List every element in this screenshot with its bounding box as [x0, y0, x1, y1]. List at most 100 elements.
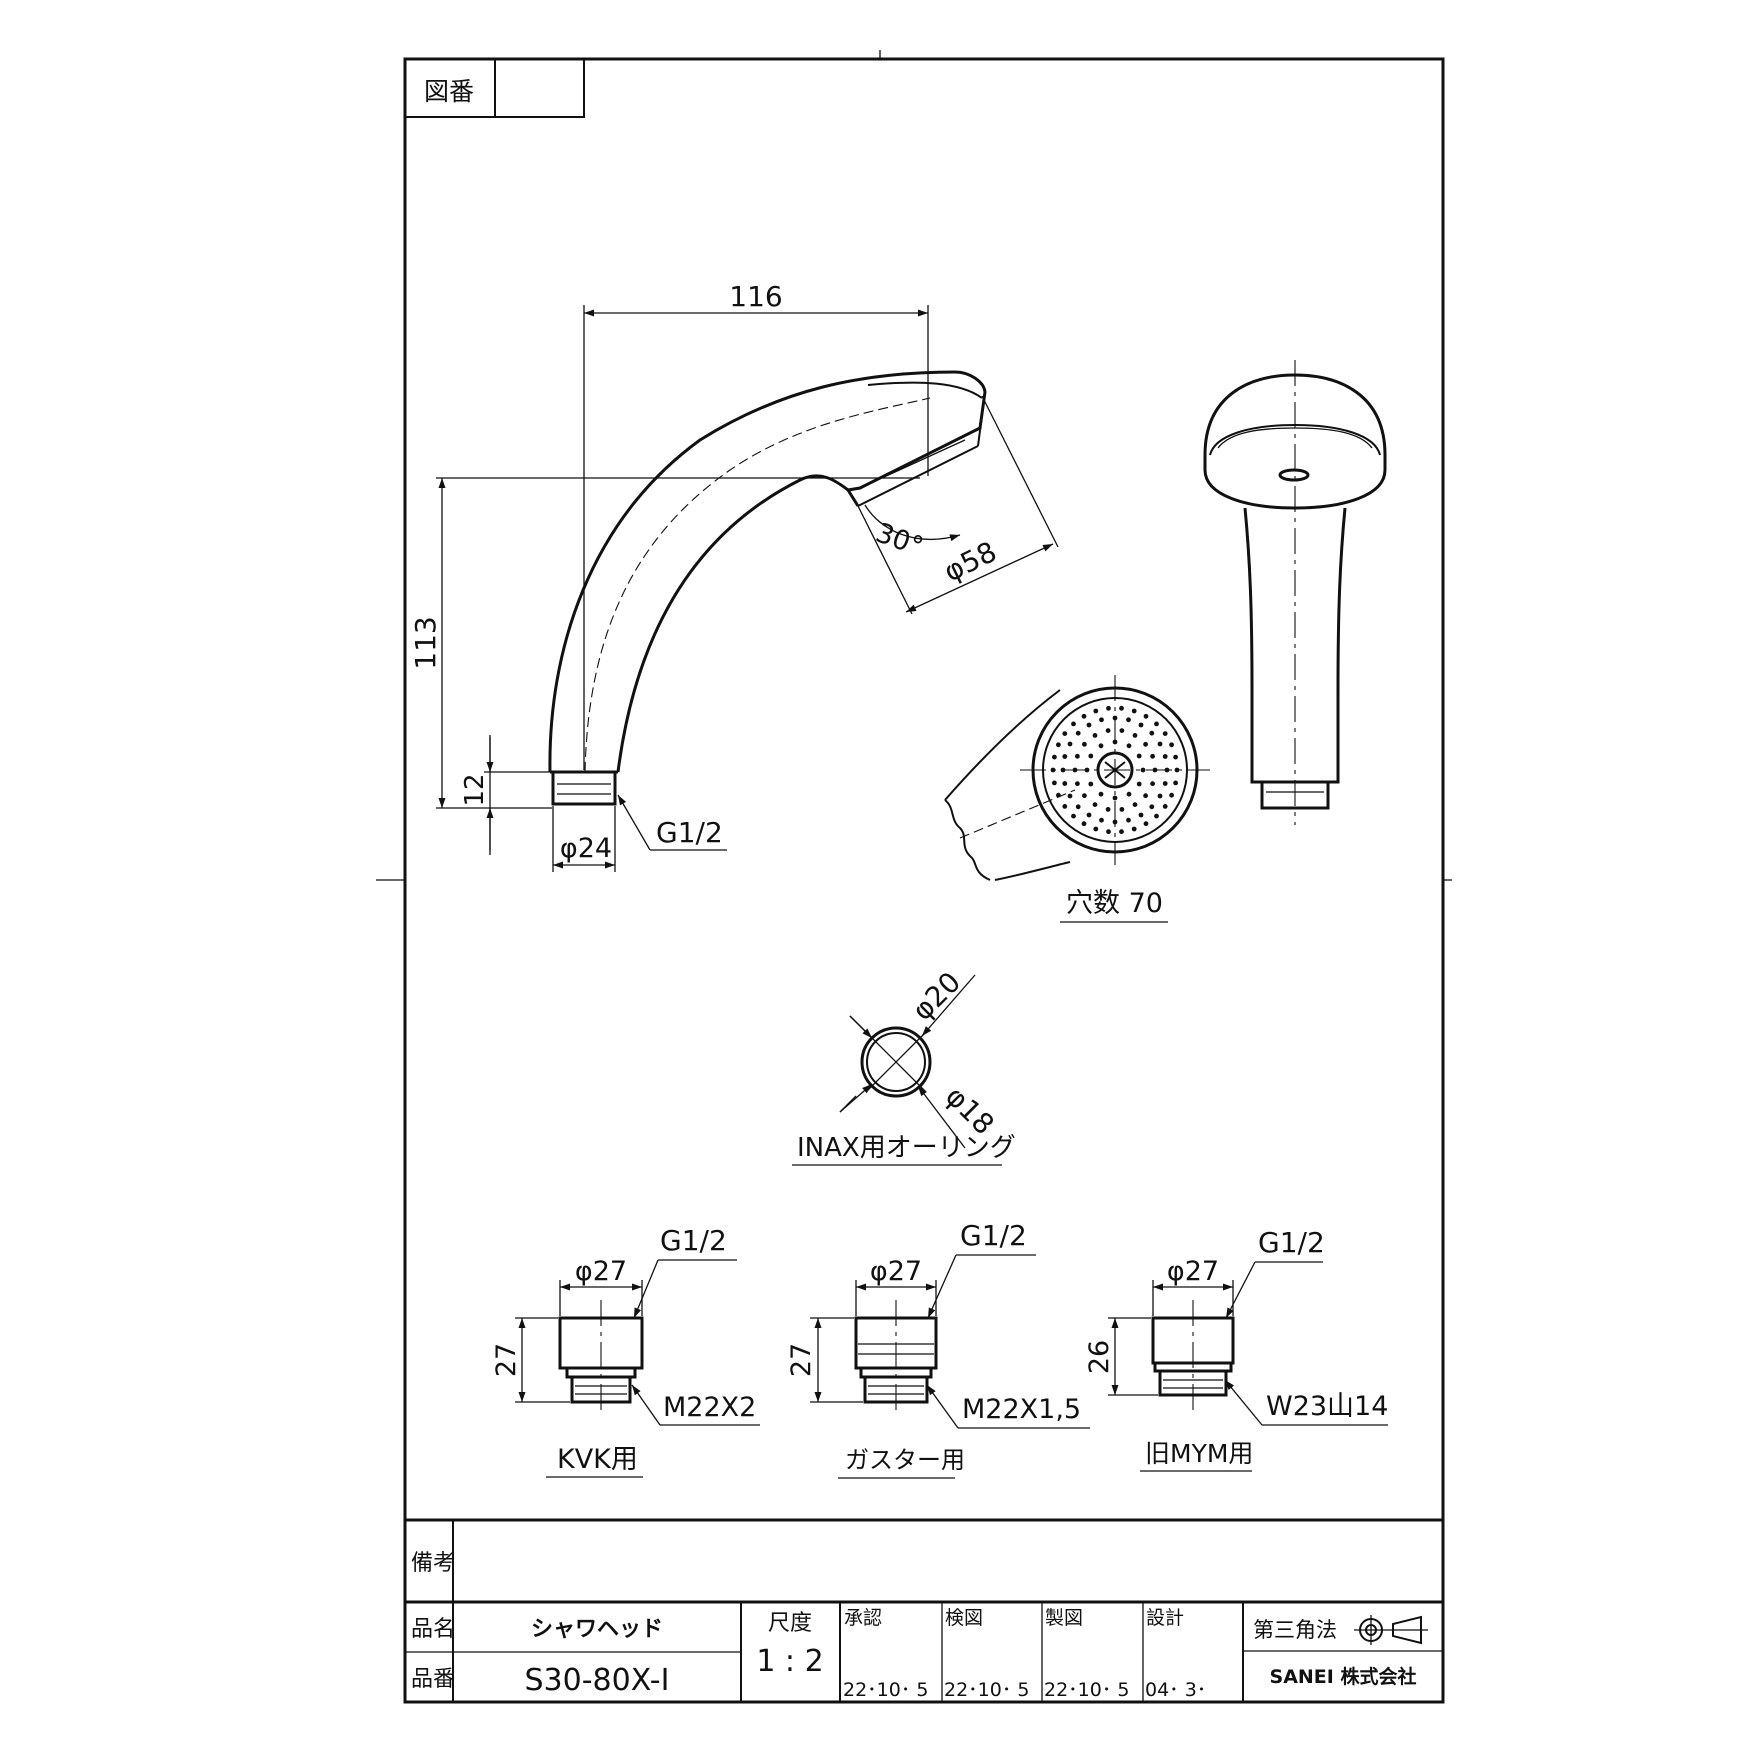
adapter-kvk: φ27 G1/2 27 M22X2 KVK用: [491, 1224, 760, 1478]
nozzle-hole: [1056, 742, 1061, 748]
nozzle-hole: [1082, 793, 1087, 799]
kvk-label: KVK用: [557, 1444, 638, 1475]
number-value: S30-80X-I: [525, 1663, 670, 1698]
nozzle-hole: [1093, 826, 1099, 832]
nozzle-hole: [1099, 717, 1104, 723]
nozzle-hole: [1143, 793, 1148, 799]
adapter-mym: φ27 G1/2 26 W23山14 旧MYM用: [1084, 1226, 1388, 1472]
nozzle-hole: [1162, 781, 1168, 786]
nozzle-hole: [1071, 813, 1076, 819]
approval-date: 22･10･ 5: [843, 1679, 928, 1701]
nozzle-hole: [1075, 781, 1080, 787]
dim-length-116: 116: [729, 280, 782, 313]
gastar-thread: G1/2: [960, 1219, 1027, 1252]
shower-head-front-view: [1203, 360, 1387, 825]
nozzle-hole: [1169, 742, 1174, 748]
nozzle-hole: [1119, 829, 1124, 835]
kvk-diameter: φ27: [575, 1256, 627, 1287]
nozzle-hole: [1112, 819, 1118, 825]
nozzle-holes: [1050, 705, 1180, 835]
nozzle-hole: [1132, 802, 1138, 807]
nozzle-hole: [1143, 713, 1149, 719]
check-label: 検図: [945, 1607, 983, 1629]
name-label: 品名: [411, 1617, 455, 1642]
nozzle-hole: [1098, 743, 1104, 749]
nozzle-hole: [1112, 739, 1118, 745]
nozzle-hole: [1138, 812, 1144, 818]
nozzle-hole: [1105, 807, 1111, 812]
nozzle-hole: [1105, 728, 1111, 733]
nozzle-hole: [1174, 767, 1180, 773]
check-date: 22･10･ 5: [944, 1679, 1029, 1701]
nozzle-hole: [1143, 821, 1149, 827]
oring-label: INAX用オーリング: [797, 1133, 1016, 1163]
nozzle-hole: [1072, 767, 1078, 773]
nozzle-hole: [1099, 817, 1104, 823]
nozzle-hole: [1157, 793, 1163, 799]
approval-label: 承認: [844, 1607, 882, 1629]
nozzle-hole: [1062, 731, 1068, 736]
nozzle-hole: [1119, 728, 1125, 733]
number-label: 品番: [411, 1667, 455, 1692]
nozzle-hole: [1150, 781, 1155, 787]
design-date: 04･ 3･: [1145, 1679, 1206, 1701]
third-angle-projection-icon: [1354, 1615, 1428, 1645]
mym-label: 旧MYM用: [1145, 1439, 1253, 1468]
nozzle-hole: [1075, 730, 1081, 736]
nozzle-hole: [1126, 743, 1132, 749]
drawn-label: 製図: [1045, 1607, 1083, 1629]
nozzle-hole: [1119, 705, 1124, 711]
nozzle-hole: [1132, 733, 1138, 738]
nozzle-hole: [1152, 767, 1158, 773]
nozzle-hole: [1162, 754, 1168, 759]
nozzle-hole: [1126, 817, 1131, 823]
title-block: 備考 品名 シャワヘッド 品番 S30-80X-I 尺度 1 : 2 承認 22…: [405, 1518, 1443, 1702]
dim-head-diameter: φ58: [939, 535, 1002, 588]
nozzle-hole: [1119, 807, 1125, 812]
nozzle-hole: [1093, 708, 1099, 714]
name-value: シャワヘッド: [531, 1617, 663, 1642]
mym-height: 26: [1084, 1340, 1115, 1374]
dim-inlet-diameter: φ24: [560, 833, 612, 864]
nozzle-hole: [1075, 804, 1081, 810]
nozzle-hole: [1056, 792, 1061, 798]
nozzle-hole: [1136, 753, 1142, 759]
nozzle-hole: [1126, 717, 1131, 723]
nozzle-hole: [1067, 793, 1073, 799]
kvk-height: 27: [491, 1343, 522, 1377]
drawing-number-box: 図番: [404, 58, 585, 118]
gastar-label: ガスター用: [845, 1446, 965, 1474]
nozzle-hole: [1098, 791, 1104, 797]
nozzle-hole: [1149, 730, 1155, 736]
nozzle-hole: [1149, 804, 1155, 810]
nozzle-hole: [1082, 741, 1087, 747]
shower-head-side-view: 116 113 12 φ24 G1/2 30° φ58: [409, 280, 1059, 872]
nozzle-hole: [1131, 826, 1137, 832]
dim-thread-length-12: 12: [460, 773, 490, 806]
nozzle-hole: [1075, 753, 1080, 759]
nozzle-hole: [1162, 731, 1168, 736]
nozzle-hole: [1143, 741, 1148, 747]
gastar-diameter: φ27: [870, 1256, 922, 1287]
nozzle-hole: [1062, 754, 1068, 759]
remarks-label: 備考: [411, 1551, 455, 1576]
nozzle-hole: [1088, 753, 1094, 759]
mym-thread: G1/2: [1258, 1226, 1325, 1259]
kvk-connection: M22X2: [663, 1392, 756, 1423]
nozzle-hole: [1086, 722, 1092, 728]
scale-value: 1 : 2: [756, 1644, 823, 1679]
nozzle-hole: [1164, 767, 1170, 773]
face-hole-count: 穴数 70: [1066, 888, 1163, 919]
drawing-number-label: 図番: [424, 77, 474, 106]
nozzle-hole: [1062, 804, 1068, 809]
nozzle-hole: [1081, 713, 1087, 719]
nozzle-hole: [1088, 781, 1094, 787]
projection-label: 第三角法: [1253, 1618, 1337, 1642]
nozzle-hole: [1106, 705, 1111, 711]
nozzle-hole: [1173, 754, 1178, 760]
nozzle-hole: [1106, 829, 1111, 835]
nozzle-hole: [1050, 767, 1056, 773]
nozzle-hole: [1150, 753, 1155, 759]
nozzle-hole: [1086, 812, 1092, 818]
